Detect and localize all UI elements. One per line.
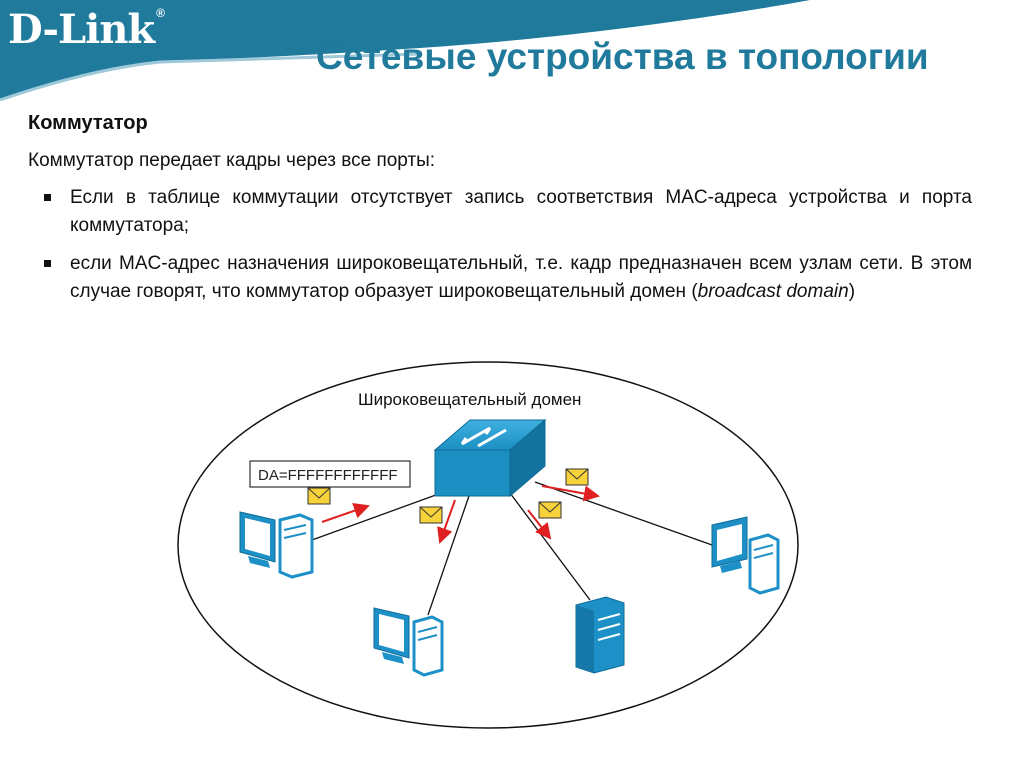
bullet-item-1: Если в таблице коммутации отсутствует за… [28,184,972,240]
frame-label: DA=FFFFFFFFFFFF [258,467,398,484]
envelope-icon [307,487,331,505]
workstation-icon [239,511,314,579]
envelope-icon [565,468,589,486]
bullet-marker [44,260,51,267]
bullet-list: Если в таблице коммутации отсутствует за… [28,184,972,306]
envelope-icon [419,506,443,524]
frame-arrows [321,485,600,544]
connection-lines [311,481,713,616]
page-title: Сетевые устройства в топологии [316,36,929,77]
workstation-icon [711,516,780,595]
broadcast-domain-ellipse [177,361,799,729]
content-area: Коммутатор Коммутатор передает кадры чер… [28,112,972,316]
bullet-item-2: если MAC-адрес назначения широковещатель… [28,250,972,306]
bullet-marker [44,194,51,201]
dlink-logo: D-Link® [8,6,165,53]
server-icon [575,596,625,674]
switch-icon [433,418,547,498]
workstation-icon [373,607,444,677]
intro-text: Коммутатор передает кадры через все порт… [28,150,436,171]
envelope-icon [538,501,562,519]
domain-label: Широковещательный домен [358,390,581,409]
frame-label-box [249,460,411,488]
header-swoosh [0,0,810,102]
section-heading: Коммутатор [28,112,148,134]
header-banner: D-Link® Сетевые устройства в топологии [0,0,1023,105]
